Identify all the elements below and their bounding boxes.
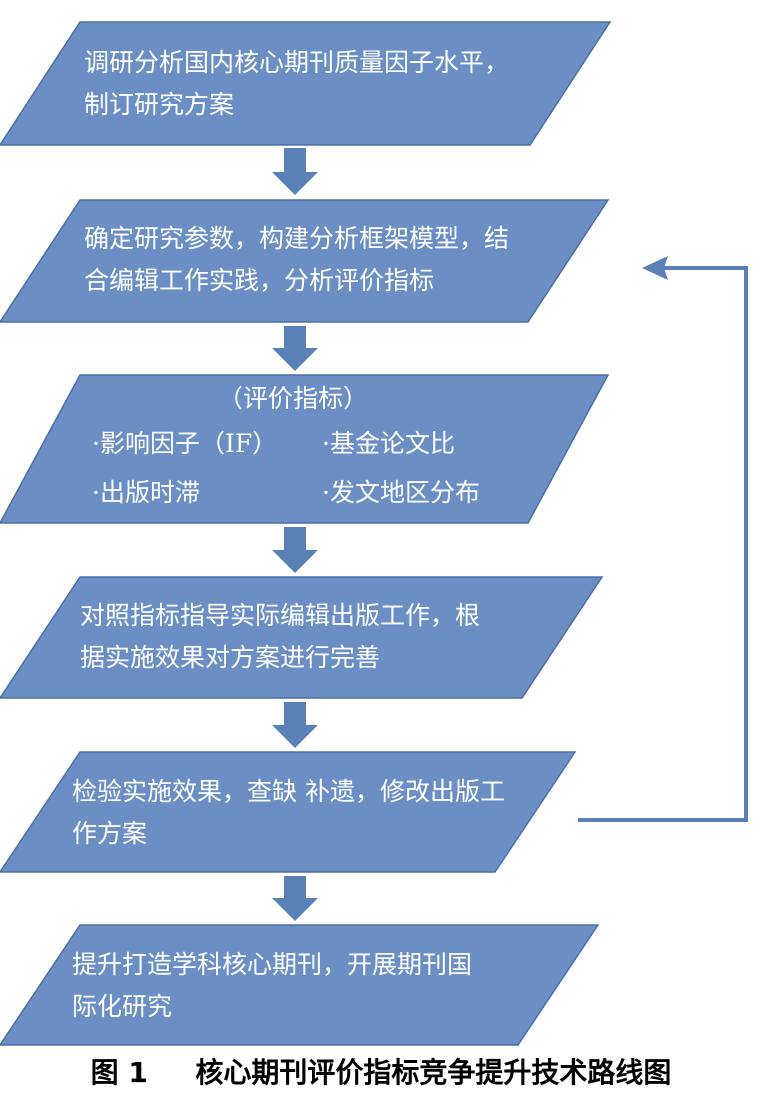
feedback-arrow xyxy=(578,266,748,822)
indicator-publication-delay: ·出版时滞 xyxy=(92,478,200,507)
step-5-shape xyxy=(0,751,577,873)
indicators-title: （评价指标） xyxy=(218,384,369,413)
step-2-text: 确定研究参数，构建分析框架模型，结 合编辑工作实践，分析评价指标 xyxy=(84,224,510,295)
step-6-shape xyxy=(0,924,600,1046)
down-arrow-4 xyxy=(272,702,318,748)
step-1-shape xyxy=(0,21,612,146)
indicator-if: ·影响因子（IF） xyxy=(92,429,278,458)
caption-label: 图 1 xyxy=(90,1056,148,1089)
step-5-text: 检验实施效果，查缺 补遗，修改出版工 作方案 xyxy=(72,777,505,848)
down-arrow-1 xyxy=(272,148,318,195)
indicator-region-distribution: ·发文地区分布 xyxy=(322,478,480,507)
step-2-shape xyxy=(0,199,610,323)
feedback-arrowhead xyxy=(642,256,668,280)
figure-caption: 图 1 核心期刊评价指标竞争提升技术路线图 xyxy=(0,1048,762,1098)
step-4-text: 对照指标指导实际编辑出版工作，根 据实施效果对方案进行完善 xyxy=(80,601,481,672)
step-1-text: 调研分析国内核心期刊质量因子水平， 制订研究方案 xyxy=(84,48,510,119)
step-4-shape xyxy=(0,576,604,699)
down-arrow-5 xyxy=(272,876,318,921)
down-arrows xyxy=(272,148,318,921)
indicator-fund-ratio: ·基金论文比 xyxy=(322,429,455,458)
caption-title: 核心期刊评价指标竞争提升技术路线图 xyxy=(195,1056,672,1089)
step-6-text: 提升打造学科核心期刊，开展期刊国 际化研究 xyxy=(72,950,473,1021)
down-arrow-2 xyxy=(272,326,318,371)
down-arrow-3 xyxy=(272,527,318,573)
step-3-shape xyxy=(0,374,610,524)
